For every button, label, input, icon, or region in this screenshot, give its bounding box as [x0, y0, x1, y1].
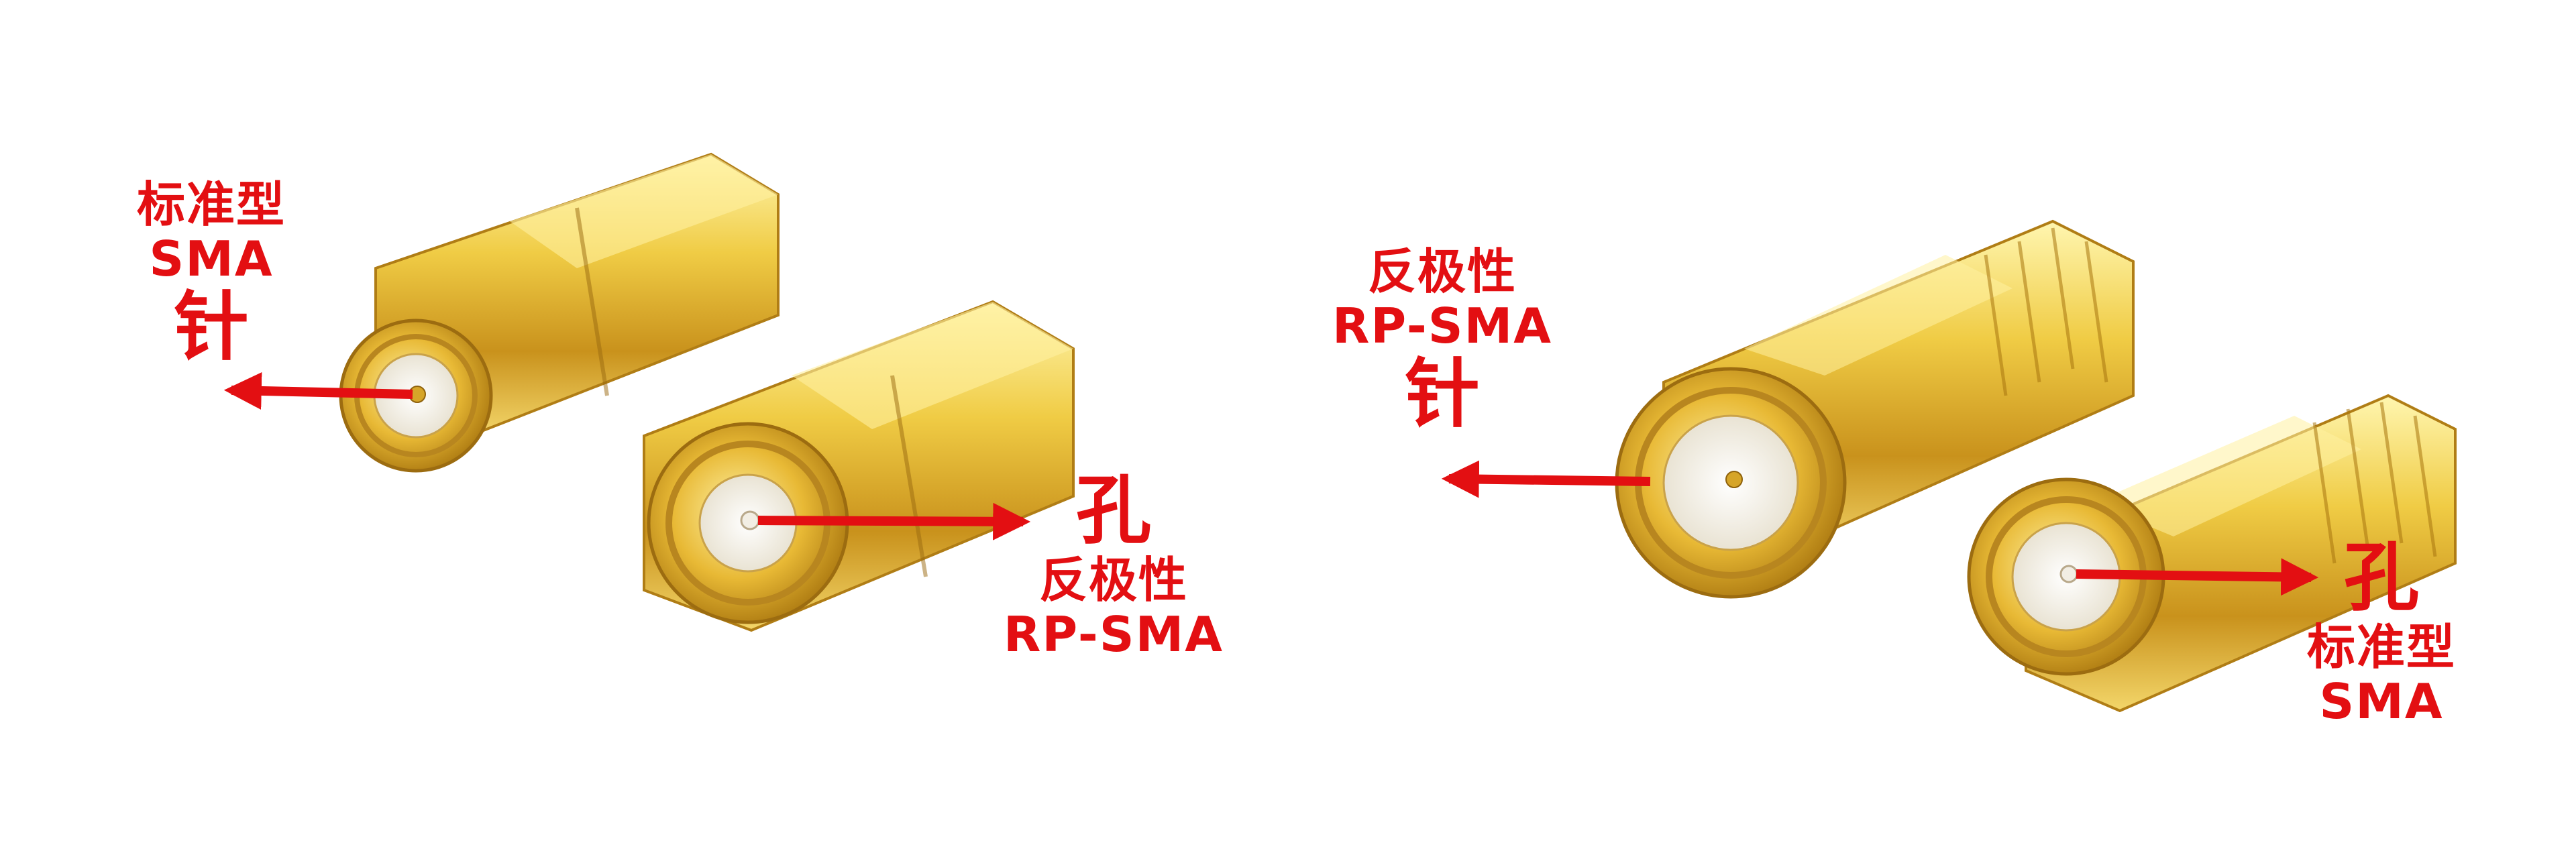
connector-type-text: 标准型 [2306, 619, 2456, 676]
connector-name-text: SMA [2319, 673, 2444, 730]
label-left-hole: 孔 反极性 RP-SMA [973, 469, 1254, 662]
pin-text: 针 [174, 284, 249, 371]
connector-name-text: RP-SMA [1003, 606, 1224, 663]
pin-text: 针 [1405, 351, 1480, 439]
arrow-left-pin [223, 372, 413, 410]
arrow-left-hole [757, 502, 1031, 540]
sma-female-adapter [1967, 394, 2457, 713]
connector-type-text: 反极性 [1367, 243, 1517, 300]
sma-male-adapter [339, 152, 780, 473]
arrow-right-hole [2076, 558, 2319, 596]
connector-type-text: 反极性 [1038, 552, 1188, 609]
connector-name-text: RP-SMA [1332, 297, 1553, 354]
connector-name-text: SMA [149, 230, 274, 287]
label-right-hole: 孔 标准型 SMA [2281, 536, 2482, 729]
label-left-pin: 标准型 SMA 针 [131, 178, 292, 370]
connector-type-text: 标准型 [136, 176, 286, 233]
hole-text: 孔 [1076, 467, 1151, 555]
arrow-right-pin [1441, 460, 1651, 498]
hole-text: 孔 [2344, 534, 2419, 622]
label-right-pin: 反极性 RP-SMA 针 [1301, 245, 1583, 437]
